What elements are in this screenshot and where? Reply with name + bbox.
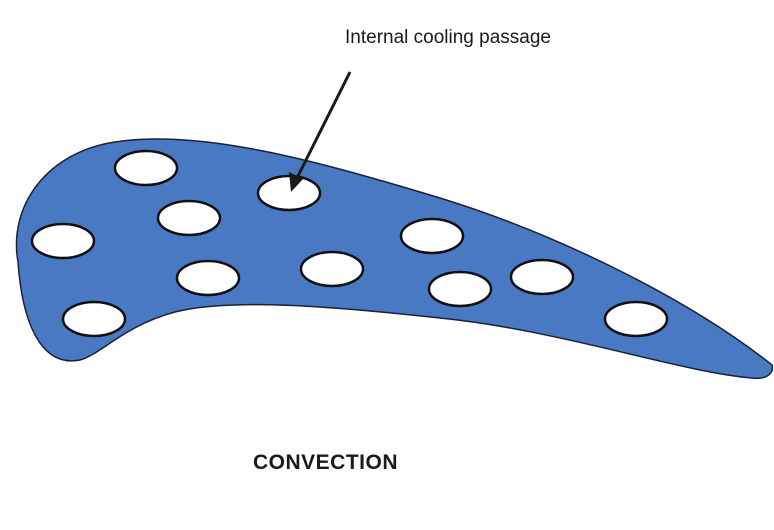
cooling-passage — [299, 250, 365, 288]
cooling-passage — [113, 149, 179, 187]
cooling-passage — [603, 300, 669, 338]
cooling-passage — [399, 217, 465, 255]
callout-label: Internal cooling passage — [345, 27, 551, 48]
cooling-passage — [30, 222, 96, 260]
cooling-passage — [427, 270, 493, 308]
callout-arrow-shaft — [294, 71, 352, 181]
callout-arrow-head — [289, 172, 303, 192]
cooling-passages — [30, 149, 669, 338]
cooling-passage — [256, 174, 322, 212]
diagram-caption: CONVECTION — [253, 451, 399, 474]
cooling-passage — [156, 199, 222, 237]
callout-arrow — [289, 71, 352, 192]
cooling-passage — [175, 259, 241, 297]
airfoil-cross-section — [15, 138, 774, 380]
cooling-passage — [509, 258, 575, 296]
cooling-passage — [61, 300, 127, 338]
